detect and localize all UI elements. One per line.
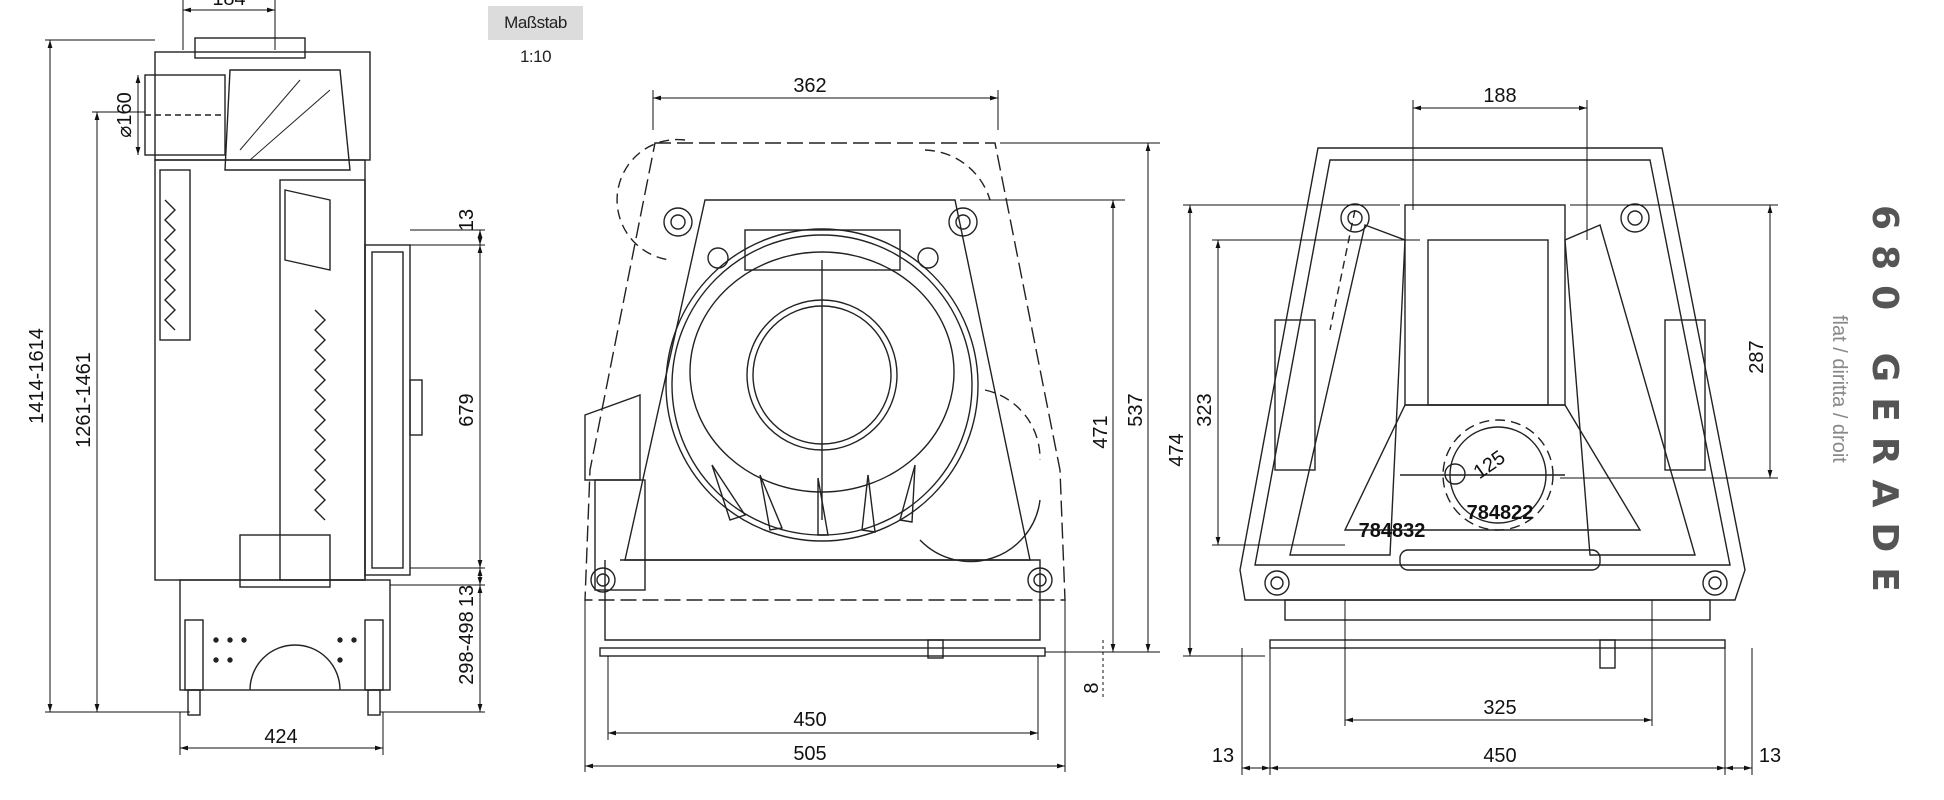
model-title: 680 GERADE [1864, 205, 1905, 607]
front-view-labels: 362 471 537 8 450 505 [793, 75, 1147, 765]
title-block: 680 GERADE flat / diritta / droit [1828, 205, 1935, 607]
front-view [584, 138, 1066, 659]
model-subtitle: flat / diritta / droit [1828, 315, 1850, 463]
rear-frame-width-label: 450 [1483, 745, 1516, 767]
side-flue-diameter-label: ⌀160 [114, 92, 136, 137]
front-offset-label: 8 [1081, 682, 1103, 693]
side-inner-height-label: 1261-1461 [73, 352, 95, 448]
front-total-width-label: 505 [793, 743, 826, 765]
front-view-dimensions [584, 90, 1160, 772]
rear-right-height-label: 287 [1746, 340, 1768, 373]
side-gap-bottom-label: 13 [456, 585, 478, 607]
rear-view-dimensions [1183, 100, 1778, 775]
side-view-dimensions [45, 0, 485, 755]
side-view [144, 37, 423, 716]
front-frame-width-label: 450 [793, 709, 826, 731]
side-leg-height-label: 298-498 [456, 611, 478, 684]
rear-inner-height-label: 323 [1194, 393, 1216, 426]
side-gap-top-label: 13 [456, 209, 478, 231]
side-total-height-label: 1414-1614 [26, 328, 48, 424]
rear-view [1239, 147, 1746, 669]
side-view-labels: 184 1414-1614 1261-1461 ⌀160 13 679 13 2… [26, 0, 478, 748]
scale-label: Maßstab 1:10 [488, 6, 583, 66]
front-inner-height-label: 471 [1090, 415, 1112, 448]
rear-margin-right-label: 13 [1759, 745, 1781, 767]
rear-part-number-1: 784822 [1467, 502, 1534, 524]
front-outer-height-label: 537 [1125, 393, 1147, 426]
rear-top-width-label: 188 [1483, 85, 1516, 107]
rear-total-height-label: 474 [1166, 433, 1188, 466]
rear-part-number-2: 784832 [1359, 520, 1426, 542]
side-top-width-label: 184 [212, 0, 245, 10]
rear-margin-left-label: 13 [1212, 745, 1234, 767]
front-top-width-label: 362 [793, 75, 826, 97]
side-base-width-label: 424 [264, 726, 297, 748]
rear-inner-width-label: 325 [1483, 697, 1516, 719]
rear-duct-diameter-label: 125 [1470, 447, 1510, 484]
side-door-height-label: 679 [456, 393, 478, 426]
rear-view-labels: 188 474 323 287 125 784822 784832 325 13… [1166, 85, 1781, 767]
